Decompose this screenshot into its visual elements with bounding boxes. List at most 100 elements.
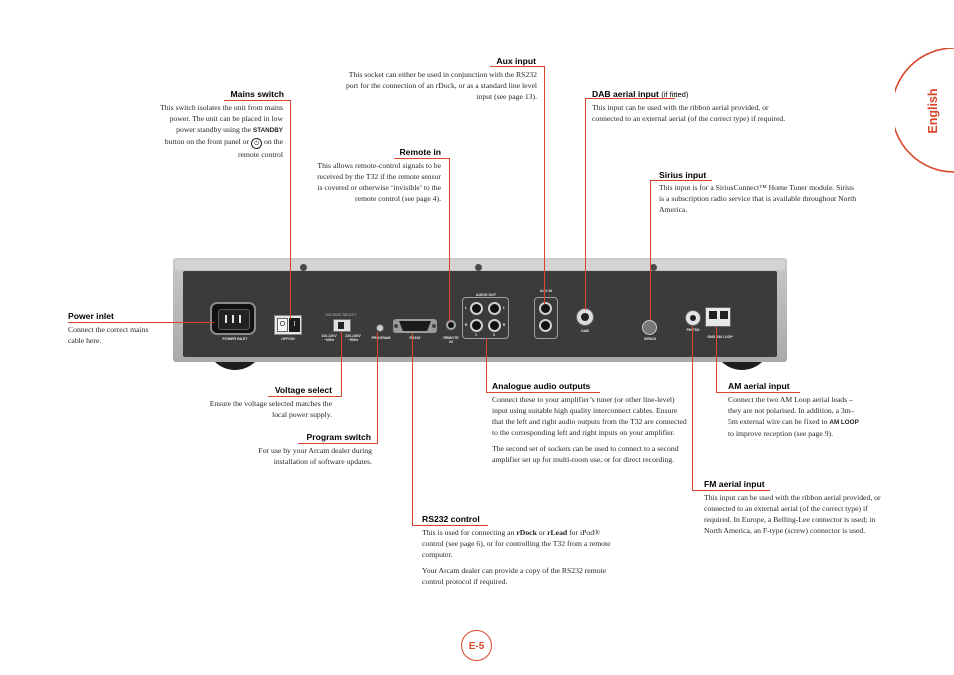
panel-label-sirius: SIRIUS (644, 337, 656, 341)
voltage-select-title: Voltage select (274, 385, 332, 395)
page-number-badge: E-5 (461, 630, 492, 661)
leader-power-inlet (68, 322, 214, 323)
leader-am-v (716, 327, 717, 393)
program-switch-text: For use by your Arcam dealer during inst… (258, 445, 372, 467)
leader-rs232-h (412, 525, 488, 526)
rs232-port[interactable] (393, 319, 437, 333)
audio-out-1-l[interactable] (470, 302, 483, 315)
am-aerial-desc-1: Connect the two AM Loop aerial leads – t… (728, 395, 855, 426)
rs232-para-1-b: for iPod® control (see page 6), or for c… (422, 528, 611, 559)
panel-label-dab: DAB (581, 329, 589, 333)
panel-label-voltage-high: 220-240V ~50Hz (345, 334, 361, 342)
power-icon: ⏻ (251, 138, 263, 149)
switch-o: O (277, 318, 288, 332)
leader-mains-switch (290, 100, 291, 319)
remote-in-text: This allows remote-control signals to be… (316, 160, 441, 204)
panel-label-program: PROGRAM (371, 336, 391, 340)
power-inlet-socket[interactable] (210, 302, 256, 335)
remote-in-title: Remote in (399, 147, 441, 157)
leader-program-v (377, 332, 378, 444)
fm-aerial-text: This input can be used with the ribbon a… (704, 492, 890, 536)
rlead-keyword: rLead (547, 528, 568, 537)
rs232-or: or (536, 528, 548, 537)
dab-aerial-title-text: DAB aerial input (592, 89, 659, 99)
standby-keyword: STANDBY (253, 127, 283, 134)
aux-input-title: Aux input (496, 56, 536, 66)
rdock-keyword: rDock (516, 528, 537, 537)
panel-label-gnd-am-loop: GND AM LOOP (707, 335, 733, 339)
voltage-selector[interactable] (333, 319, 351, 332)
panel-label-rs232: RS232 (409, 336, 421, 340)
am-loop-keyword: AM LOOP (829, 419, 859, 426)
device-rear-panel (173, 258, 787, 373)
rule-aux-input (490, 66, 545, 67)
analogue-audio-para-1: Connect these to your amplifier’s tuner … (492, 395, 687, 437)
aux-in-block (534, 297, 558, 339)
panel-label-voltage-low: 110-120V ~60Hz (321, 334, 337, 342)
leader-rs232-v (412, 333, 413, 526)
panel-label-audio-out: AUDIO OUT (466, 293, 506, 297)
leader-voltage-select-h (268, 396, 342, 397)
rule-mains-switch (224, 100, 290, 101)
voltage-select-desc: Ensure the voltage selected matches the … (209, 399, 332, 419)
fm-connector[interactable] (685, 310, 701, 326)
voltage-select-text: Ensure the voltage selected matches the … (196, 398, 332, 420)
rule-remote-in (394, 158, 450, 159)
panel-label-off-on: OFF/ON (281, 337, 295, 341)
panel-label-out-2: 2 (493, 333, 495, 337)
panel-label-r-right: R (502, 323, 506, 327)
am-aerial-title: AM aerial input (728, 381, 790, 391)
page-number: E-5 (468, 641, 485, 652)
am-aerial-desc-2: to improve reception (see page 9). (728, 429, 834, 438)
audio-out-2-l[interactable] (488, 302, 501, 315)
aux-in-l[interactable] (539, 302, 552, 315)
mains-switch-desc-1: This switch isolates the unit from mains… (160, 103, 283, 134)
panel-label-l-right: L (502, 306, 506, 310)
switch-i: I (289, 318, 300, 332)
mains-switch[interactable]: O I (274, 315, 302, 335)
am-loop-terminal[interactable] (705, 307, 731, 327)
dab-aerial-text: This input can be used with the ribbon a… (592, 102, 792, 124)
dab-connector[interactable] (576, 308, 594, 326)
leader-dab (585, 98, 586, 310)
sirius-input-desc: This input is for a SiriusConnect™ Home … (659, 183, 857, 214)
panel-label-aux-in: AUX IN (539, 289, 553, 293)
language-tab-label: English (926, 88, 940, 134)
power-inlet-title: Power inlet (68, 311, 114, 321)
sirius-input-text: This input is for a SiriusConnect™ Home … (659, 182, 859, 215)
power-inlet-desc: Connect the correct mains cable here. (68, 325, 149, 345)
mains-switch-title: Mains switch (230, 89, 284, 99)
leader-analogue-h (486, 392, 600, 393)
program-button[interactable] (376, 324, 384, 332)
audio-out-1-r[interactable] (470, 319, 483, 332)
leader-voltage-select-v (341, 332, 342, 397)
am-aerial-text: Connect the two AM Loop aerial leads – t… (728, 394, 863, 439)
fm-aerial-desc: This input can be used with the ribbon a… (704, 493, 881, 535)
rule-dab (585, 98, 675, 99)
leader-fm-h (692, 490, 770, 491)
aux-input-desc: This socket can either be used in conjun… (345, 70, 537, 101)
dab-aerial-note: (if fitted) (661, 90, 689, 99)
leader-am-h (716, 392, 800, 393)
panel-label-voltage-select: VOLTAGE SELECT (325, 313, 357, 317)
analogue-audio-para-2: The second set of sockets can be used to… (492, 444, 679, 464)
audio-out-2-r[interactable] (488, 319, 501, 332)
rs232-control-para-2: Your Arcam dealer can provide a copy of … (422, 566, 607, 586)
rs232-control-text: This is used for connecting an rDock or … (422, 527, 612, 592)
rs232-control-para-1: This is used for connecting an rDock or … (422, 527, 612, 560)
analogue-audio-text: Connect these to your amplifier’s tuner … (492, 394, 687, 470)
analogue-audio-title: Analogue audio outputs (492, 381, 591, 391)
panel-label-l-left: L (464, 306, 468, 310)
panel-label-r-left: R (464, 323, 468, 327)
audio-out-block (462, 297, 509, 339)
dab-aerial-desc: This input can be used with the ribbon a… (592, 103, 786, 123)
aux-input-text: This socket can either be used in conjun… (338, 69, 537, 102)
panel-label-fm: FM 75Ω (686, 328, 700, 332)
sirius-connector[interactable] (642, 320, 657, 335)
language-tab-label-wrap: English (917, 88, 947, 134)
aux-in-r[interactable] (539, 319, 552, 332)
leader-sirius (650, 180, 651, 320)
remote-in-jack[interactable] (446, 320, 456, 330)
language-tab (895, 48, 954, 173)
leader-analogue-v (486, 338, 487, 393)
